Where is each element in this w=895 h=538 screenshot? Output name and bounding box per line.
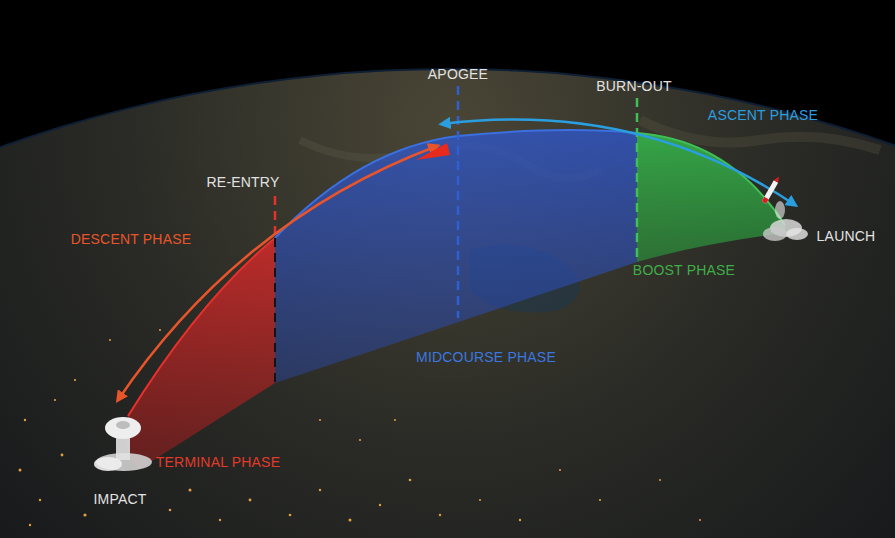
launch-smoke: [763, 201, 808, 241]
missile: [762, 175, 781, 203]
apogee-marker: [457, 86, 460, 318]
boost-band: [637, 133, 785, 262]
ascent-arrow: [442, 120, 795, 205]
midcourse-band: [275, 130, 637, 383]
phase-label: TERMINAL PHASE: [156, 455, 280, 470]
phase-label: MIDCOURSE PHASE: [416, 350, 556, 365]
burn-out-marker: [636, 98, 639, 262]
impact-cloud: [94, 417, 152, 471]
phase-label: ASCENT PHASE: [708, 108, 818, 123]
atmosphere-glow: [0, 68, 895, 538]
marker-label: APOGEE: [428, 67, 488, 82]
descent-arrow: [118, 146, 437, 400]
re-entry-marker: [274, 238, 276, 383]
phase-label: BOOST PHASE: [633, 263, 735, 278]
warhead: [416, 143, 450, 160]
marker-label: RE-ENTRY: [207, 175, 280, 190]
phase-label: DESCENT PHASE: [71, 232, 192, 247]
trajectory-line: [637, 133, 785, 225]
marker-label: BURN-OUT: [596, 79, 671, 94]
event-label: LAUNCH: [817, 229, 876, 244]
trajectory-line: [128, 238, 275, 416]
terminal-band: [126, 238, 275, 470]
earth: [0, 70, 895, 538]
re-entry-marker: [274, 196, 277, 238]
trajectory-line: [275, 130, 637, 238]
event-label: IMPACT: [93, 492, 146, 507]
